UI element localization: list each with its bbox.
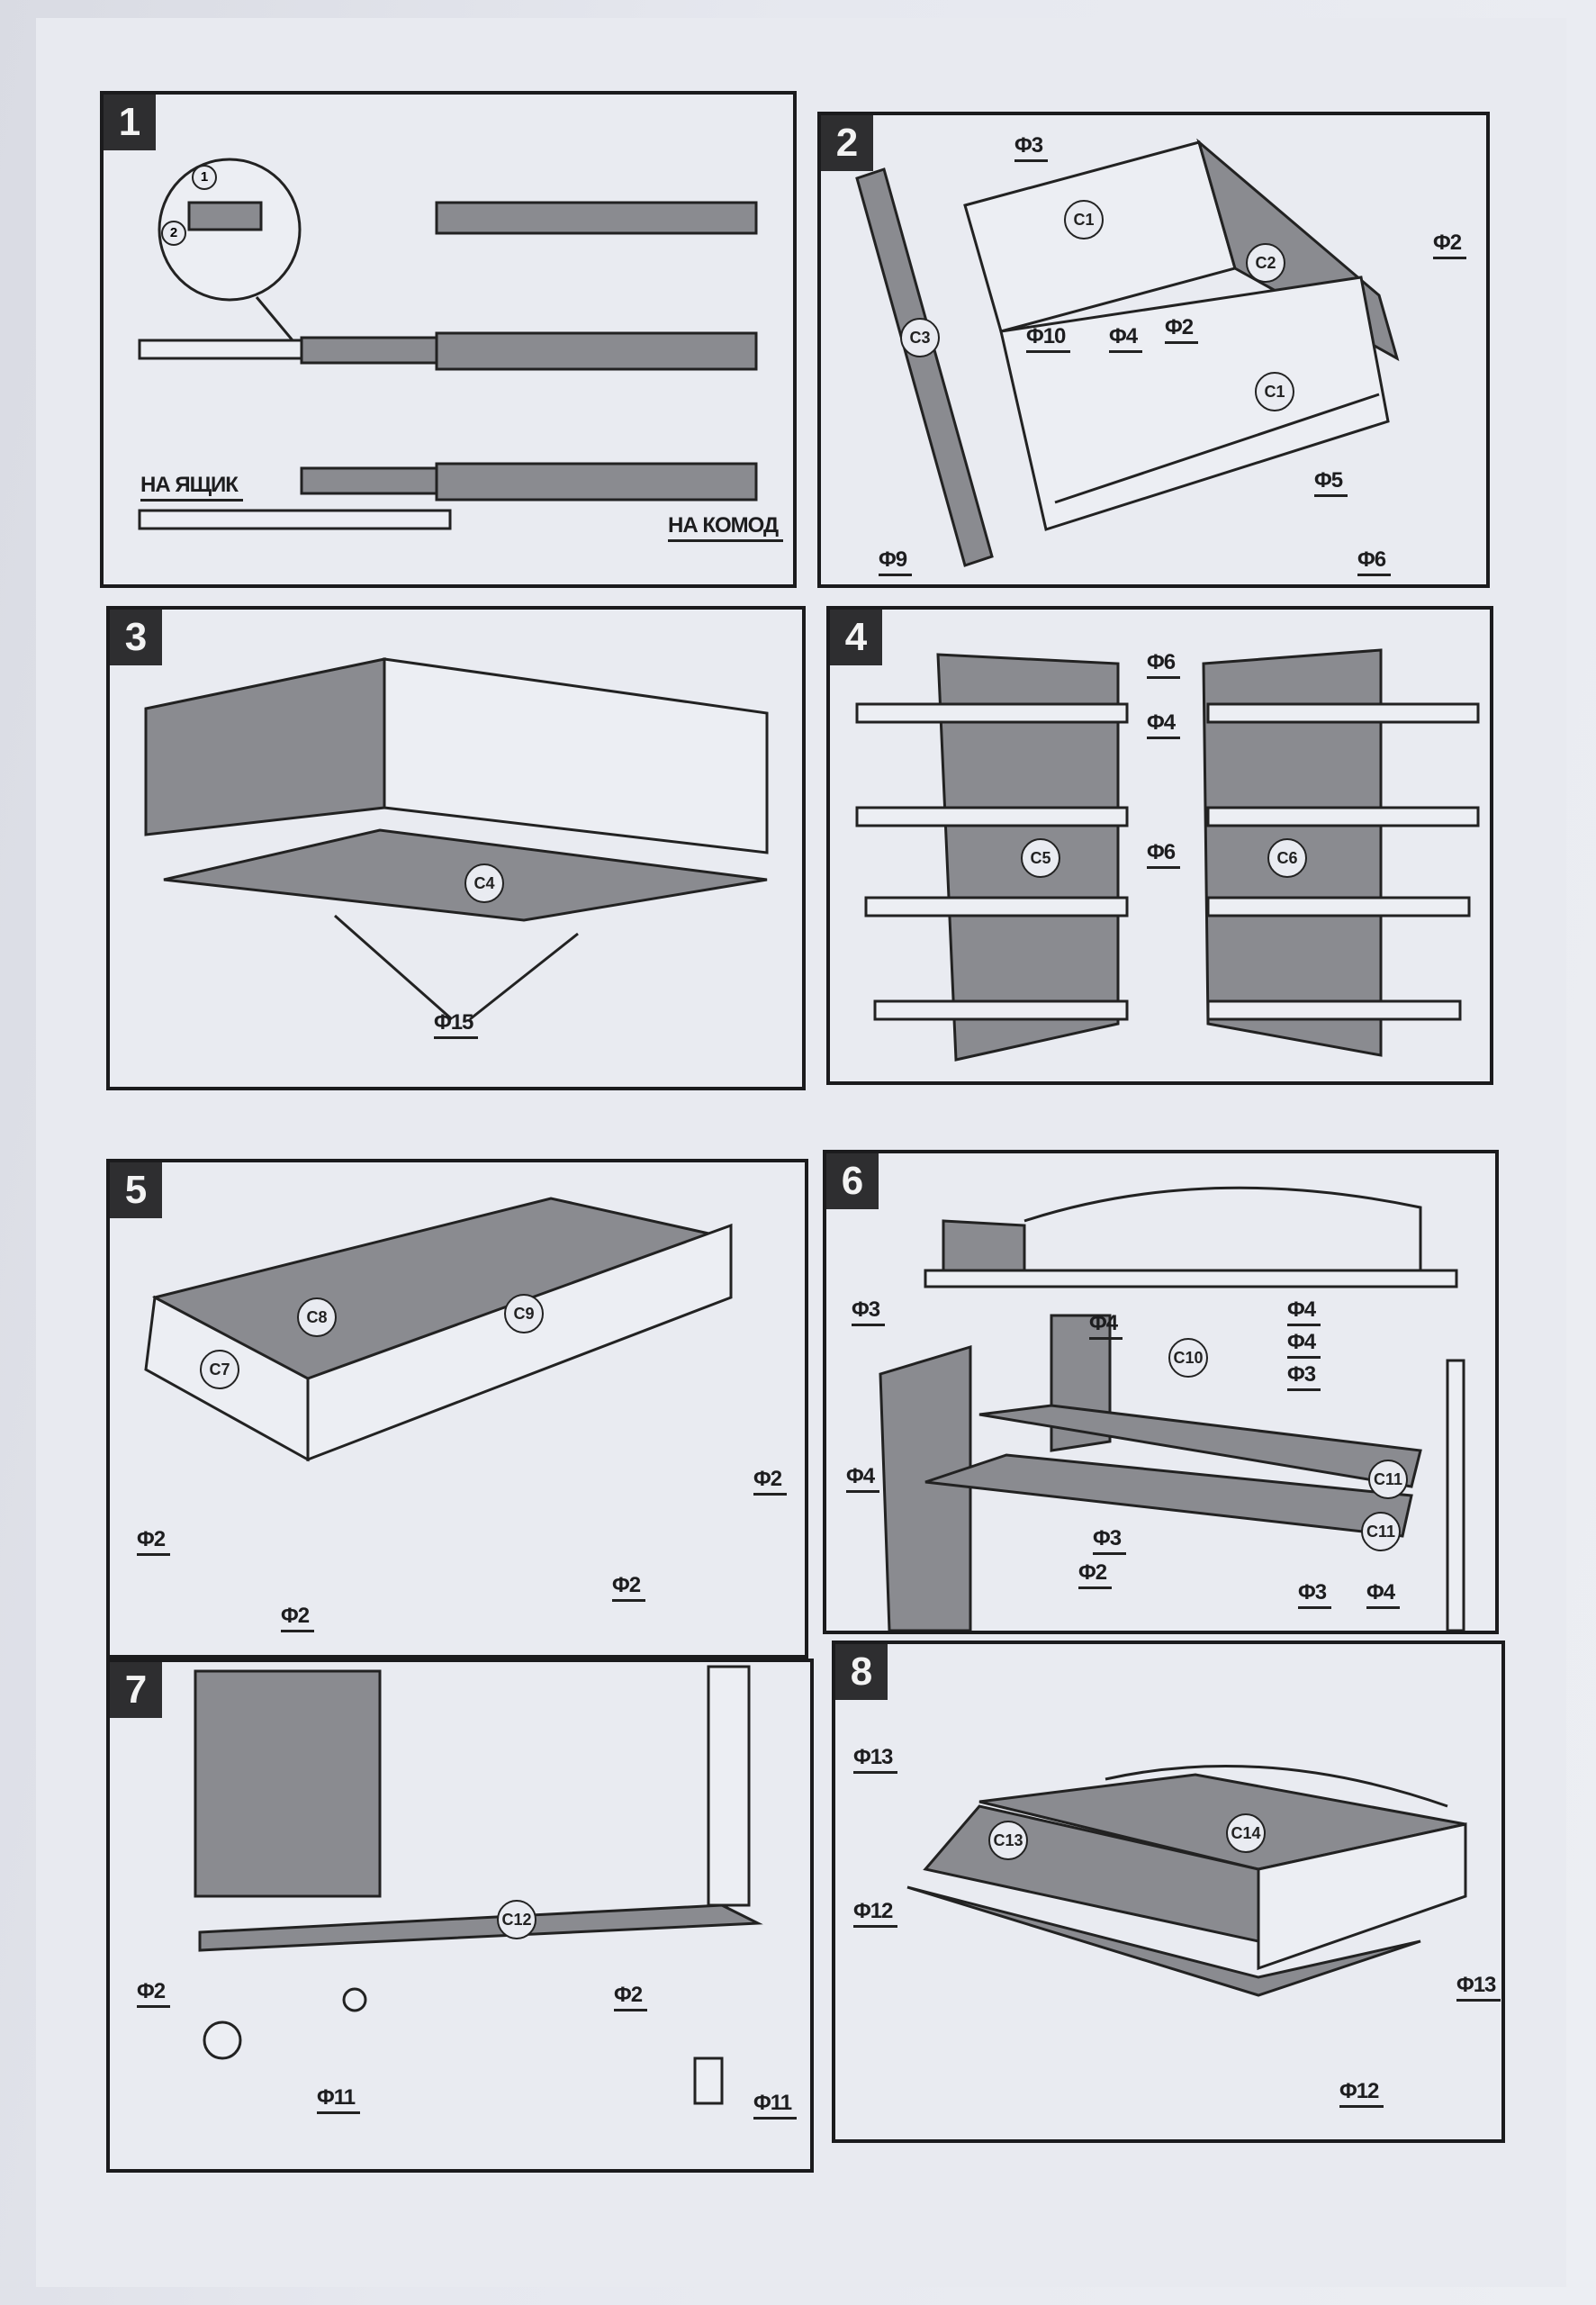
top-cover-illustration (906, 1764, 1467, 1997)
label-drawer-side: НА ЯЩИК (140, 473, 243, 502)
label-f2: Φ2 (137, 1527, 171, 1556)
label-f4: Φ4 (1366, 1580, 1401, 1609)
label-f3: Φ3 (1093, 1526, 1127, 1555)
step-number: 2 (821, 115, 873, 171)
label-f6: Φ6 (1147, 650, 1181, 679)
part-c13: C13 (988, 1821, 1028, 1860)
part-c1: C1 (1255, 372, 1294, 411)
label-f4: Φ4 (846, 1464, 880, 1493)
label-f13: Φ13 (853, 1745, 898, 1774)
label-f10: Φ10 (1026, 324, 1071, 353)
part-c6: C6 (1267, 838, 1307, 878)
label-f4: Φ4 (1147, 710, 1181, 739)
label-f3: Φ3 (1014, 133, 1049, 162)
part-c3: C3 (900, 318, 940, 357)
step-1-marker: 1 (192, 165, 217, 190)
label-f2: Φ2 (612, 1573, 646, 1602)
part-c1: C1 (1064, 200, 1104, 240)
part-c11: C11 (1368, 1460, 1408, 1499)
label-f12: Φ12 (853, 1899, 898, 1928)
label-f3: Φ3 (852, 1297, 886, 1326)
step-number: 7 (110, 1662, 162, 1718)
step-number: 4 (830, 610, 882, 665)
step-7-panel: 7 C12 Φ2 Φ2 Φ11 Φ11 (106, 1659, 814, 2173)
label-cabinet-side: НА КОМОД (668, 513, 784, 542)
label-f9: Φ9 (879, 547, 913, 576)
label-f11: Φ11 (753, 2091, 798, 2120)
label-f4: Φ4 (1109, 324, 1143, 353)
step-4-panel: 4 Φ6 Φ4 Φ6 C5 C6 (826, 606, 1493, 1085)
part-c2: C2 (1246, 243, 1285, 283)
part-c7: C7 (200, 1350, 239, 1389)
label-f2: Φ2 (614, 1983, 648, 2011)
part-c8: C8 (297, 1297, 337, 1337)
step-6-panel: 6 Φ3 Φ4 Φ4 Φ4 Φ3 Φ4 Φ3 Φ2 Φ3 Φ4 C10 C11 … (823, 1150, 1499, 1634)
label-f4: Φ4 (1287, 1297, 1321, 1326)
label-f2: Φ2 (1165, 315, 1199, 344)
label-f6: Φ6 (1147, 840, 1181, 869)
part-c9: C9 (504, 1294, 544, 1333)
label-f11: Φ11 (317, 2085, 361, 2114)
label-f5: Φ5 (1314, 468, 1348, 497)
label-f3: Φ3 (1298, 1580, 1332, 1609)
step-8-panel: 8 Φ13 Φ12 Φ13 Φ12 C13 C14 (832, 1641, 1505, 2143)
label-f2: Φ2 (1078, 1560, 1113, 1589)
step-2-panel: 2 Φ3 Φ2 Φ10 Φ4 Φ2 Φ5 Φ6 Φ9 C1 C2 C3 C1 (817, 112, 1490, 588)
part-c5: C5 (1021, 838, 1060, 878)
label-f13: Φ13 (1456, 1973, 1501, 2002)
label-f4: Φ4 (1287, 1330, 1321, 1359)
top-shelf-illustration (879, 1186, 1465, 1631)
label-f15: Φ15 (434, 1010, 479, 1039)
step-5-panel: 5 C8 C9 C7 Φ2 Φ2 Φ2 Φ2 (106, 1159, 808, 1659)
part-c10: C10 (1168, 1338, 1208, 1378)
drawer-slide-illustration (138, 158, 758, 530)
label-f2: Φ2 (281, 1604, 315, 1632)
step-number: 5 (110, 1162, 162, 1218)
label-f3: Φ3 (1287, 1362, 1321, 1391)
base-frame-illustration (144, 1197, 733, 1462)
label-f2: Φ2 (753, 1467, 788, 1496)
step-number: 8 (835, 1644, 888, 1700)
part-c4: C4 (464, 863, 504, 903)
step-2-marker: 2 (161, 221, 186, 246)
part-c12: C12 (497, 1900, 537, 1939)
step-number: 6 (826, 1153, 879, 1209)
label-f2: Φ2 (1433, 230, 1467, 259)
label-f4: Φ4 (1089, 1311, 1123, 1340)
drawer-box-illustration (855, 138, 1400, 567)
part-c14: C14 (1226, 1813, 1266, 1853)
label-f2: Φ2 (137, 1979, 171, 2008)
label-f12: Φ12 (1339, 2079, 1384, 2108)
step-number: 1 (104, 95, 156, 150)
step-number: 3 (110, 610, 162, 665)
label-f6: Φ6 (1357, 547, 1392, 576)
part-c11: C11 (1361, 1512, 1401, 1551)
bottom-casters-illustration (194, 1665, 763, 2105)
step-3-panel: 3 C4 Φ15 (106, 606, 806, 1090)
step-1-panel: 1 1 2 НА ЯЩИК НА КОМОД (100, 91, 797, 588)
